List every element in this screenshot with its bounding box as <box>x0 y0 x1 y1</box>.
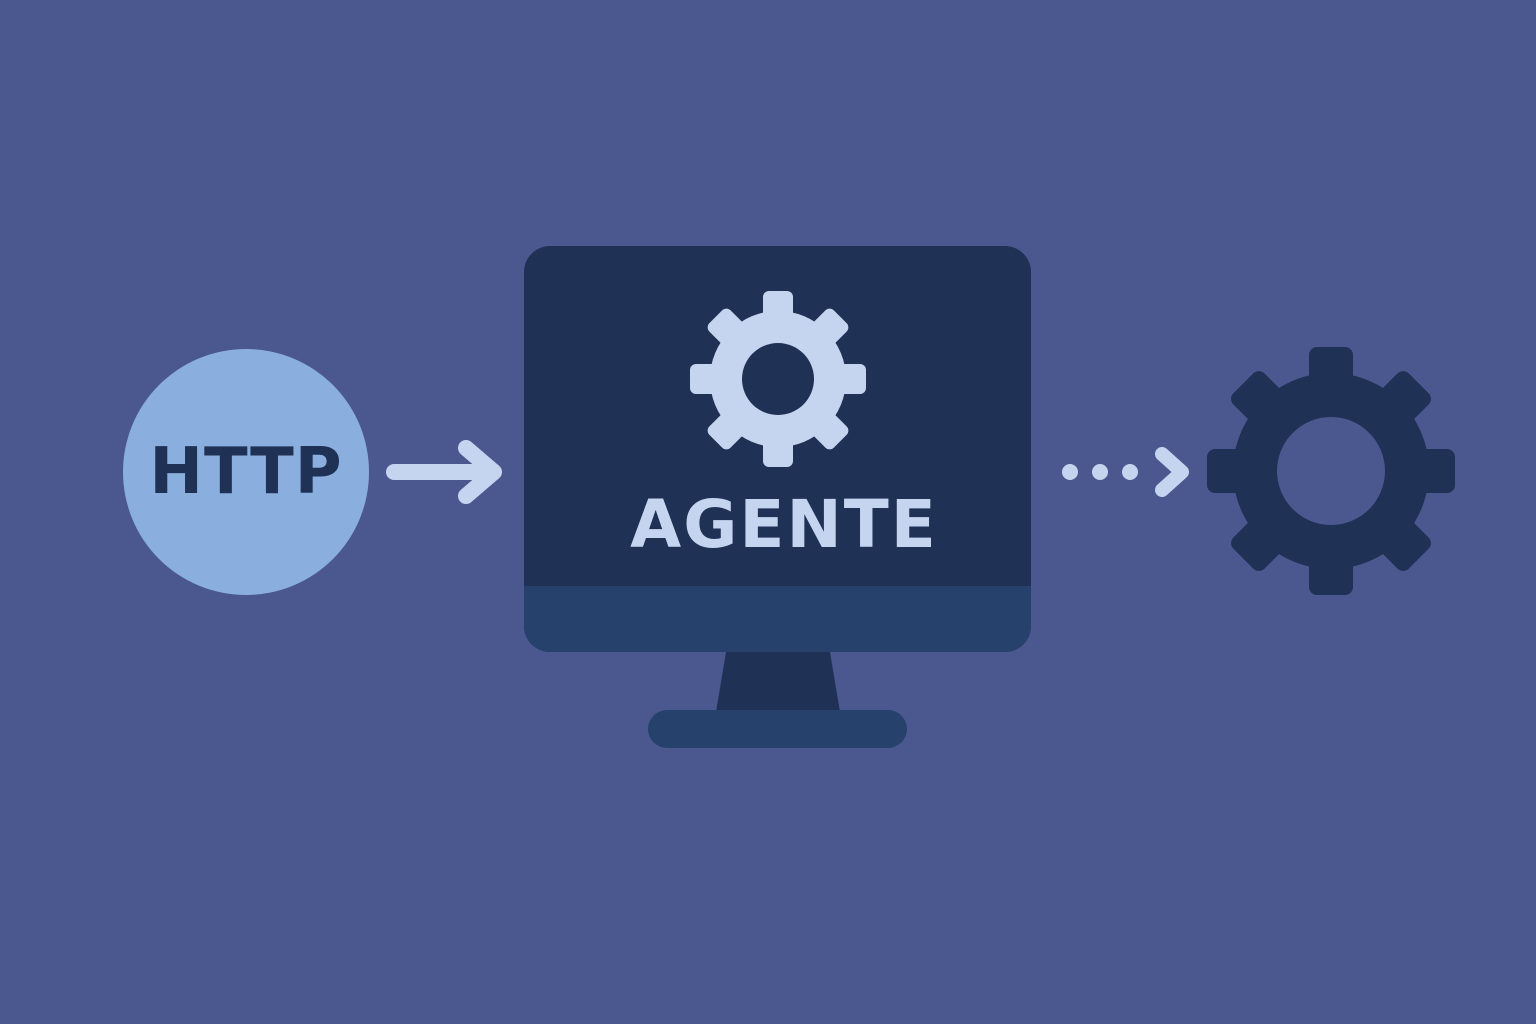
gear-icon <box>690 291 866 467</box>
monitor-bezel <box>524 586 1031 652</box>
monitor-base <box>648 710 907 748</box>
arrow-right-icon <box>386 440 502 504</box>
monitor-stand <box>716 652 840 712</box>
http-node: HTTP <box>123 349 369 595</box>
gear-icon <box>1207 347 1455 595</box>
http-label: HTTP <box>149 435 343 509</box>
agent-label: AGENTE <box>630 486 938 563</box>
dotted-arrow-right-icon <box>1062 447 1189 497</box>
